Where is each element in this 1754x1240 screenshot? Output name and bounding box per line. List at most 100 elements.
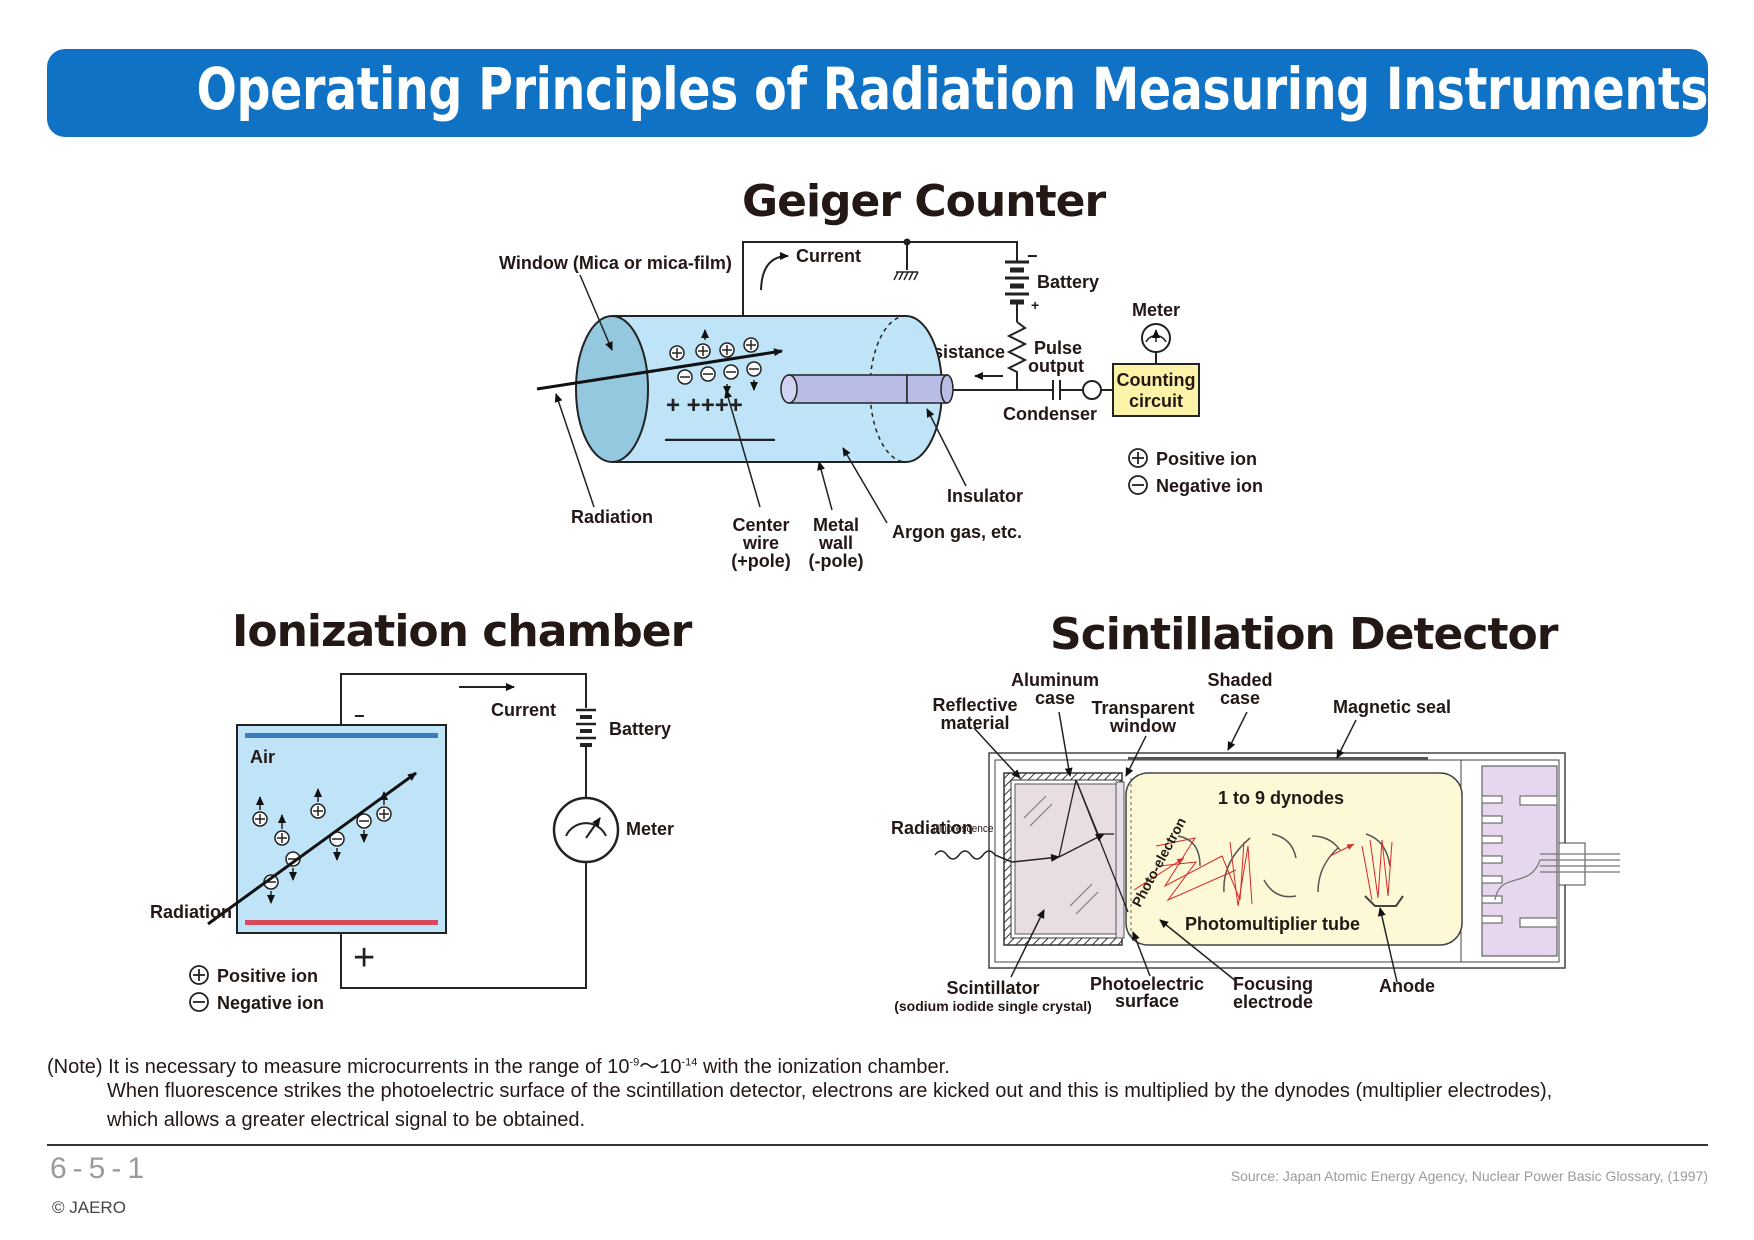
geiger-radiation-arrow xyxy=(536,348,783,391)
output-terminal xyxy=(1082,380,1102,400)
ion-battery-label: Battery xyxy=(609,719,671,739)
anode-label: Anode xyxy=(1379,976,1435,996)
output-cable xyxy=(1494,853,1620,901)
pulse-output-label-2: output xyxy=(1028,356,1084,376)
geiger-counter-diagram: Current − + Battery Resistance Pulse out… xyxy=(499,238,1263,571)
photomultiplier-tube xyxy=(1125,772,1463,946)
condenser-label: Condenser xyxy=(1003,404,1097,424)
ionization-chamber-diagram: Current Battery Meter − + Air xyxy=(150,673,674,1013)
geiger-battery-minus: − xyxy=(1027,246,1038,266)
geiger-legend-negative: Negative ion xyxy=(1156,476,1263,496)
transparent-window xyxy=(1115,781,1125,939)
note-line-1-text: (Note) It is necessary to measure microc… xyxy=(47,1056,630,1078)
geiger-battery-label: Battery xyxy=(1037,272,1099,292)
note-line-1-end: with the ionization chamber. xyxy=(697,1056,950,1078)
scintillator-label-2: (sodium iodide single crystal) xyxy=(894,998,1092,1014)
note-line-2: When fluorescence strikes the photoelect… xyxy=(107,1080,1553,1102)
geiger-window xyxy=(575,315,649,463)
geiger-circuit-wire xyxy=(742,241,1018,316)
scint-radiation-label: Radiation xyxy=(891,818,973,838)
ion-legend-positive: Positive ion xyxy=(217,966,318,986)
geiger-legend-positive: Positive ion xyxy=(1156,449,1257,469)
geiger-radiation-label: Radiation xyxy=(571,507,653,527)
geiger-battery-plus: + xyxy=(1031,297,1039,313)
scint-radiation-wave xyxy=(934,850,1013,863)
center-wire-label-1: Center xyxy=(732,515,789,535)
scintillator-crystal xyxy=(1014,783,1119,935)
focusing-label-2: electrode xyxy=(1233,992,1313,1012)
ion-current-label: Current xyxy=(491,700,556,720)
negative-electrode xyxy=(245,733,438,738)
shaded-case-label-1: Shaded xyxy=(1207,670,1272,690)
dynodes-label: 1 to 9 dynodes xyxy=(1218,788,1344,808)
geiger-resistor-icon xyxy=(1006,321,1028,390)
ion-battery-icon xyxy=(576,708,596,747)
dynodes xyxy=(1177,833,1391,898)
center-wire-label-2: wire xyxy=(742,533,779,553)
geiger-battery-icon xyxy=(1005,260,1029,305)
note-line-1: (Note) It is necessary to measure microc… xyxy=(47,1050,950,1079)
insulator-label: Insulator xyxy=(947,486,1023,506)
metal-wall-label-1: Metal xyxy=(813,515,859,535)
positive-electrode xyxy=(245,920,438,925)
magnetic-seal-label: Magnetic seal xyxy=(1333,697,1451,717)
electron-paths xyxy=(1133,837,1393,907)
ion-minus-sign: − xyxy=(354,706,365,726)
shaded-case-label-2: case xyxy=(1220,688,1260,708)
page-number: 6-5-1 xyxy=(50,1152,151,1185)
air-label: Air xyxy=(250,747,275,767)
title-banner: Operating Principles of Radiation Measur… xyxy=(47,49,1708,137)
geiger-legend: Positive ion Negative ion xyxy=(1128,448,1263,496)
scintillator-label-1: Scintillator xyxy=(946,978,1039,998)
aluminum-case-label-2: case xyxy=(1035,688,1075,708)
window-label: Window (Mica or mica-film) xyxy=(499,253,732,273)
ionization-title: Ionization chamber xyxy=(232,606,692,657)
ion-radiation-arrow xyxy=(207,771,417,926)
copyright: © JAERO xyxy=(52,1198,126,1217)
geiger-current-label: Current xyxy=(796,246,861,266)
note-exponent-2: -14 xyxy=(681,1056,698,1069)
geiger-meter-label: Meter xyxy=(1132,300,1180,320)
photoelectric-label-1: Photoelectric xyxy=(1090,974,1204,994)
counting-circuit-label-2: circuit xyxy=(1129,391,1183,411)
reflective-label-1: Reflective xyxy=(932,695,1017,715)
geiger-current-arrow xyxy=(760,252,789,291)
metal-wall-label-3: (-pole) xyxy=(809,551,864,571)
fluorescence-rays xyxy=(1058,779,1129,913)
ion-radiation-label: Radiation xyxy=(150,902,232,922)
geiger-title: Geiger Counter xyxy=(742,176,1106,227)
ground-icon xyxy=(893,271,919,281)
footer-divider xyxy=(47,1144,1708,1146)
scintillation-title: Scintillation Detector xyxy=(1050,609,1558,660)
argon-label: Argon gas, etc. xyxy=(892,522,1022,542)
focusing-label-1: Focusing xyxy=(1233,974,1313,994)
ion-legend: Positive ion Negative ion xyxy=(189,965,324,1013)
note-exponent-1: -9 xyxy=(629,1056,640,1069)
note-line-3: which allows a greater electrical signal… xyxy=(107,1109,586,1131)
aluminum-case-label-1: Aluminum xyxy=(1011,670,1099,690)
ion-meter-label: Meter xyxy=(626,819,674,839)
geiger-meter-icon xyxy=(1141,323,1171,353)
anode-icon xyxy=(1364,895,1404,907)
center-wire xyxy=(788,374,908,404)
counting-circuit-label-1: Counting xyxy=(1117,370,1196,390)
scintillation-detector-diagram: Fluorescence Photo-electron Aluminum cas… xyxy=(891,670,1620,1014)
pmt-label: Photomultiplier tube xyxy=(1185,914,1360,934)
wall-minus-charges: ————— xyxy=(665,426,775,451)
fluorescence-label: Fluorescence xyxy=(933,823,994,835)
ion-plus-sign: + xyxy=(353,937,375,979)
metal-wall-label-2: wall xyxy=(818,533,853,553)
ion-legend-negative: Negative ion xyxy=(217,993,324,1013)
transparent-window-label-2: window xyxy=(1109,716,1177,736)
ion-meter-icon xyxy=(552,796,620,864)
photoelectric-label-2: surface xyxy=(1115,991,1179,1011)
pulse-output-label-1: Pulse xyxy=(1034,338,1082,358)
reflective-label-2: material xyxy=(940,713,1009,733)
note-line-1-mid: 〜10 xyxy=(639,1056,682,1078)
transparent-window-label-1: Transparent xyxy=(1091,698,1194,718)
page-title: Operating Principles of Radiation Measur… xyxy=(196,55,1709,123)
center-wire-label-3: (+pole) xyxy=(731,551,791,571)
source-credit: Source: Japan Atomic Energy Agency, Nucl… xyxy=(1230,1168,1708,1184)
magnetic-seal xyxy=(1128,757,1428,760)
